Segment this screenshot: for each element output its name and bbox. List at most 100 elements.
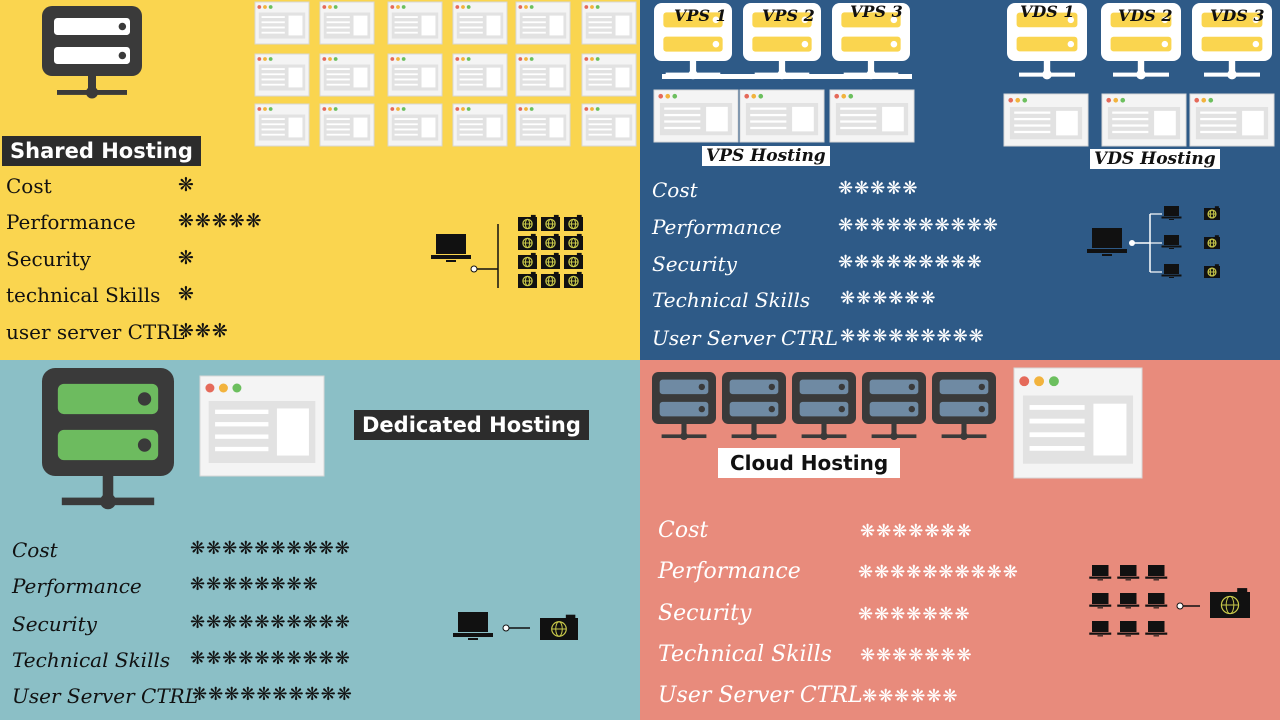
browser-window-icon [319,1,375,45]
laptop-icon [1161,206,1182,220]
metric-name: user server CTRL [6,320,185,344]
shared-hosting-illustration [0,0,640,360]
browser-window-icon [739,89,825,143]
server-icon [722,372,786,441]
metric-name: Technical Skills [652,288,811,312]
metric-name: Security [652,252,737,276]
metric-stars: ❋❋❋❋❋ [178,210,263,232]
dedicated-metrics: Cost ❋❋❋❋❋❋❋❋❋❋ Performance ❋❋❋❋❋❋❋❋ Sec… [12,538,412,718]
vds-2-label: VDS 2 [1118,6,1173,25]
metric-stars: ❋❋❋❋❋❋❋❋❋❋ [838,215,999,236]
laptop-icon [1089,565,1112,581]
browser-window-icon [452,1,508,45]
laptop-icon [431,234,471,262]
metric-name: Performance [658,559,801,584]
vds-hosting-title: VDS Hosting [1090,149,1220,169]
browser-window-icon [254,1,310,45]
laptop-icon [1145,565,1168,581]
shared-hosting-title: Shared Hosting [2,136,201,166]
server-icon [1007,3,1087,80]
browser-window-icon [829,89,915,143]
cloud-hosting-title: Cloud Hosting [718,448,901,478]
laptop-icon [1117,565,1140,581]
browser-window-icon [254,53,310,97]
metric-name: User Server CTRL [12,684,199,708]
browser-window-icon [452,53,508,97]
globe-network-icon [518,252,537,269]
metric-stars: ❋❋❋❋❋❋❋❋❋❋ [192,684,353,705]
globe-network-icon [1204,264,1220,278]
laptop-icon [1087,228,1127,256]
metric-name: Cost [12,538,58,562]
browser-window-icon [1101,93,1187,147]
server-icon [832,3,910,80]
server-icon [652,372,716,441]
browser-window-icon [515,1,571,45]
browser-window-icon [581,1,637,45]
server-icon [1192,3,1272,80]
server-icon [792,372,856,441]
globe-network-icon [1204,235,1220,249]
browser-window-icon [452,103,508,147]
metric-name: technical Skills [6,283,161,307]
metric-name: Security [658,601,752,626]
browser-window-icon [254,103,310,147]
metric-name: Performance [6,210,136,234]
metric-name: Cost [6,174,52,198]
metric-name: Performance [652,215,782,239]
shared-bus-line [662,74,912,79]
laptop-icon [1117,593,1140,609]
metric-stars: ❋❋❋❋❋❋❋ [860,645,973,666]
browser-window-icon [1003,93,1089,147]
metric-name: User Server CTRL [658,683,863,708]
cloud-hosting-panel: Cloud Hosting Cost ❋❋❋❋❋❋❋ Performance ❋… [640,360,1280,720]
globe-network-icon [518,233,537,250]
browser-window-icon [319,103,375,147]
browser-window-icon [515,53,571,97]
globe-network-icon [1204,206,1220,220]
laptop-icon [1145,593,1168,609]
globe-network-icon [1210,588,1250,618]
metric-stars: ❋ [178,283,195,305]
globe-network-icon [541,233,560,250]
browser-window-icon [515,103,571,147]
metric-stars: ❋❋❋❋❋❋❋ [858,604,971,625]
metric-name: Technical Skills [658,642,832,667]
vps-2-label: VPS 2 [762,6,815,25]
globe-network-icon [541,214,560,231]
globe-network-icon [540,614,578,640]
metric-stars: ❋❋❋❋❋❋❋❋❋❋ [858,562,1019,583]
dedicated-hosting-title: Dedicated Hosting [354,410,589,440]
browser-window-icon [387,1,443,45]
server-icon [932,372,996,441]
metric-stars: ❋❋❋❋❋ [838,178,919,199]
cloud-illustration [640,360,1280,720]
browser-window-icon [199,375,325,477]
laptop-icon [1145,621,1168,637]
globe-network-icon [564,233,583,250]
server-icon [42,368,174,510]
connector-node [1176,602,1184,610]
laptop-icon [1117,621,1140,637]
server-icon [862,372,926,441]
dedicated-hosting-panel: Dedicated Hosting Cost ❋❋❋❋❋❋❋❋❋❋ Perfor… [0,360,640,720]
vps-vds-illustration [640,0,1280,360]
cloud-metrics: Cost ❋❋❋❋❋❋❋ Performance ❋❋❋❋❋❋❋❋❋❋ Secu… [658,518,1058,718]
metric-name: Technical Skills [12,648,171,672]
metric-stars: ❋❋❋❋❋❋❋ [860,521,973,542]
metric-name: Performance [12,574,142,598]
laptop-icon [1089,593,1112,609]
metric-stars: ❋❋❋❋❋❋❋❋❋ [838,252,983,273]
vps-hosting-title: VPS Hosting [702,146,830,166]
server-icon [743,3,821,80]
metric-name: Cost [658,518,709,543]
browser-window-icon [581,103,637,147]
browser-window-icon [319,53,375,97]
vps-metrics: Cost ❋❋❋❋❋ Performance ❋❋❋❋❋❋❋❋❋❋ Securi… [652,178,1052,358]
metric-stars: ❋ [178,174,195,196]
shared-metrics: Cost ❋ Performance ❋❋❋❋❋ Security ❋ tech… [6,174,306,354]
metric-stars: ❋ [178,247,195,269]
connector-node [470,265,478,273]
vds-3-label: VDS 3 [1210,6,1265,25]
shared-hosting-panel: Shared Hosting Cost ❋ Performance ❋❋❋❋❋ … [0,0,640,360]
